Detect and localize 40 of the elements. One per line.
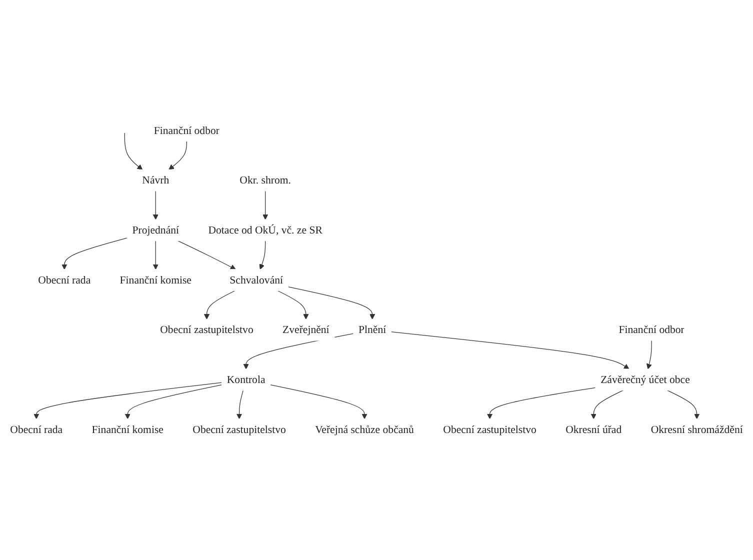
node-text: Dotace od OkÚ, vč. ze SR [208, 224, 322, 236]
node-text: Obecní rada [10, 423, 63, 436]
arrow [666, 390, 700, 420]
node-text: Veřejná schůze občanů [315, 423, 414, 436]
node-text: Projednání [132, 224, 180, 236]
arrow [262, 190, 268, 220]
arrow [178, 240, 236, 270]
arrow [259, 240, 266, 270]
node-text: Schvalování [230, 274, 284, 286]
arrow [124, 132, 143, 170]
arrow [270, 384, 368, 420]
arrow [152, 190, 158, 220]
node-text: Závěrečný účet obce [600, 373, 690, 386]
arrow [486, 387, 596, 420]
node-text: Plnění [358, 324, 386, 336]
arrow [236, 390, 244, 420]
node-text: Okresní shromáždění [650, 423, 743, 436]
node-text: Finanční odbor [618, 324, 684, 336]
node-text: Obecní zastupitelstvo [443, 423, 536, 436]
arrow [288, 286, 376, 320]
arrow [390, 332, 630, 370]
node-text: Okr. shrom. [240, 174, 291, 186]
node-text: Návrh [142, 174, 170, 186]
node-text: Obecní rada [38, 274, 91, 286]
node-text: Finanční komise [92, 423, 164, 436]
arrow [62, 238, 128, 270]
arrow [646, 340, 652, 370]
node-text: Obecní zastupitelstvo [160, 324, 254, 336]
arrow [124, 384, 222, 420]
arrow [168, 140, 187, 170]
arrow [204, 290, 236, 320]
node-text: Finanční odbor [154, 124, 220, 136]
node-text: Obecní zastupitelstvo [192, 423, 286, 436]
node-text: Kontrola [226, 373, 266, 386]
arrow [152, 240, 158, 270]
arrow [277, 290, 309, 320]
node-text: Okresní úřad [566, 423, 622, 436]
arrow [34, 382, 222, 420]
node-text: Finanční komise [120, 274, 192, 286]
arrow [590, 390, 624, 420]
